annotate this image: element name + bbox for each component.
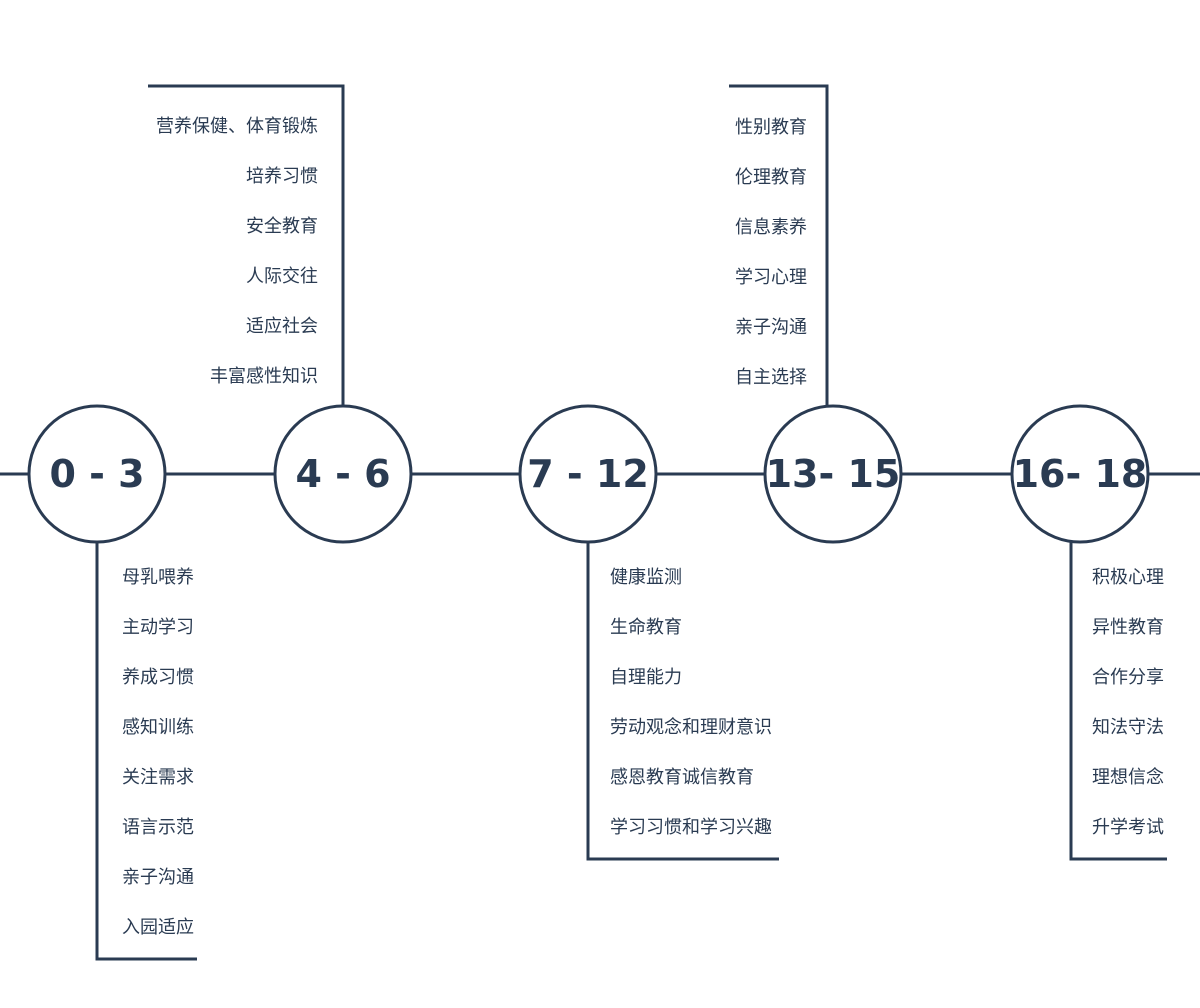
- stage-4-6-item-list: 营养保健、体育锻炼 培养习惯 安全教育 人际交往 适应社会 丰富感性知识: [118, 115, 318, 415]
- list-item: 感知训练: [122, 717, 194, 738]
- list-item: 适应社会: [246, 316, 318, 337]
- bracket-stage-0-3: [95, 542, 197, 961]
- list-item: 关注需求: [122, 767, 194, 788]
- stage-node-0-3: [27, 404, 167, 544]
- list-item: 性别教育: [735, 117, 807, 138]
- list-item: 安全教育: [246, 216, 318, 237]
- list-item: 培养习惯: [246, 166, 318, 187]
- list-item: 劳动观念和理财意识: [610, 717, 772, 738]
- stage-node-4-6: [273, 404, 413, 544]
- list-item: 生命教育: [610, 617, 682, 638]
- list-item: 亲子沟通: [122, 867, 194, 888]
- stage-label-16-18: 16- 18: [1012, 452, 1148, 496]
- list-item: 人际交往: [246, 266, 318, 287]
- list-item: 信息素养: [735, 217, 807, 238]
- list-item: 伦理教育: [735, 167, 807, 188]
- list-item: 学习习惯和学习兴趣: [610, 817, 772, 838]
- list-item: 自理能力: [610, 667, 682, 688]
- list-item: 主动学习: [122, 617, 194, 638]
- list-item: 感恩教育诚信教育: [610, 767, 754, 788]
- list-item: 升学考试: [1092, 817, 1164, 838]
- list-item: 自主选择: [735, 367, 807, 388]
- list-item: 健康监测: [610, 567, 682, 588]
- bracket-stage-4-6: [148, 84, 345, 406]
- stage-label-13-15: 13- 15: [765, 452, 901, 496]
- list-item: 入园适应: [122, 917, 194, 938]
- stage-label-7-12: 7 - 12: [527, 452, 649, 496]
- stage-node-13-15: [763, 404, 903, 544]
- list-item: 理想信念: [1092, 767, 1164, 788]
- list-item: 亲子沟通: [735, 317, 807, 338]
- stage-0-3-item-list: 母乳喂养 主动学习 养成习惯 感知训练 关注需求 语言示范 亲子沟通 入园适应: [122, 566, 232, 966]
- bracket-stage-16-18: [1069, 542, 1167, 861]
- stage-7-12-item-list: 健康监测 生命教育 自理能力 劳动观念和理财意识 感恩教育诚信教育 学习习惯和学…: [610, 566, 810, 866]
- list-item: 异性教育: [1092, 617, 1164, 638]
- list-item: 语言示范: [122, 817, 194, 838]
- stage-node-16-18: [1010, 404, 1150, 544]
- stage-label-0-3: 0 - 3: [49, 452, 145, 496]
- bracket-stage-7-12: [586, 542, 779, 861]
- stage-13-15-item-list: 性别教育 伦理教育 信息素养 学习心理 亲子沟通 自主选择: [697, 116, 807, 416]
- list-item: 知法守法: [1092, 717, 1164, 738]
- list-item: 合作分享: [1092, 667, 1164, 688]
- list-item: 营养保健、体育锻炼: [156, 116, 318, 137]
- stage-node-7-12: [518, 404, 658, 544]
- list-item: 母乳喂养: [122, 567, 194, 588]
- stage-16-18-item-list: 积极心理 异性教育 合作分享 知法守法 理想信念 升学考试: [1092, 566, 1192, 866]
- list-item: 学习心理: [735, 267, 807, 288]
- list-item: 养成习惯: [122, 667, 194, 688]
- list-item: 积极心理: [1092, 567, 1164, 588]
- list-item: 丰富感性知识: [210, 366, 318, 387]
- bracket-stage-13-15: [729, 84, 829, 406]
- stage-label-4-6: 4 - 6: [295, 452, 391, 496]
